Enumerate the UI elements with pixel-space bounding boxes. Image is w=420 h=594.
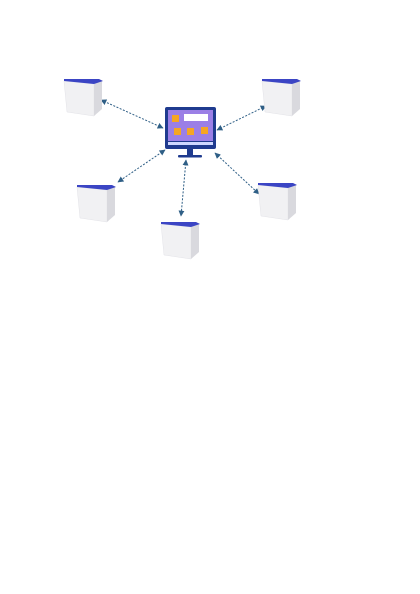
- node-bottom-cube-icon: [160, 222, 200, 260]
- edge-hub-to-node-top-right: [216, 105, 267, 131]
- edge-hub-to-node-bottom: [178, 159, 189, 217]
- edges-layer: [100, 99, 267, 217]
- node-mid-left-cube-icon: [76, 185, 116, 223]
- node-top-left-cube-icon: [63, 79, 103, 117]
- edge-hub-to-node-mid-right: [214, 152, 260, 195]
- edge-hub-to-node-mid-left: [117, 149, 166, 183]
- hub-monitor-icon: [165, 107, 216, 158]
- hub-layer: [165, 107, 216, 158]
- node-top-right-cube-icon: [261, 79, 301, 117]
- nodes-layer: [63, 79, 301, 260]
- node-mid-right-cube-icon: [257, 183, 297, 221]
- edge-hub-to-node-top-left: [100, 99, 164, 129]
